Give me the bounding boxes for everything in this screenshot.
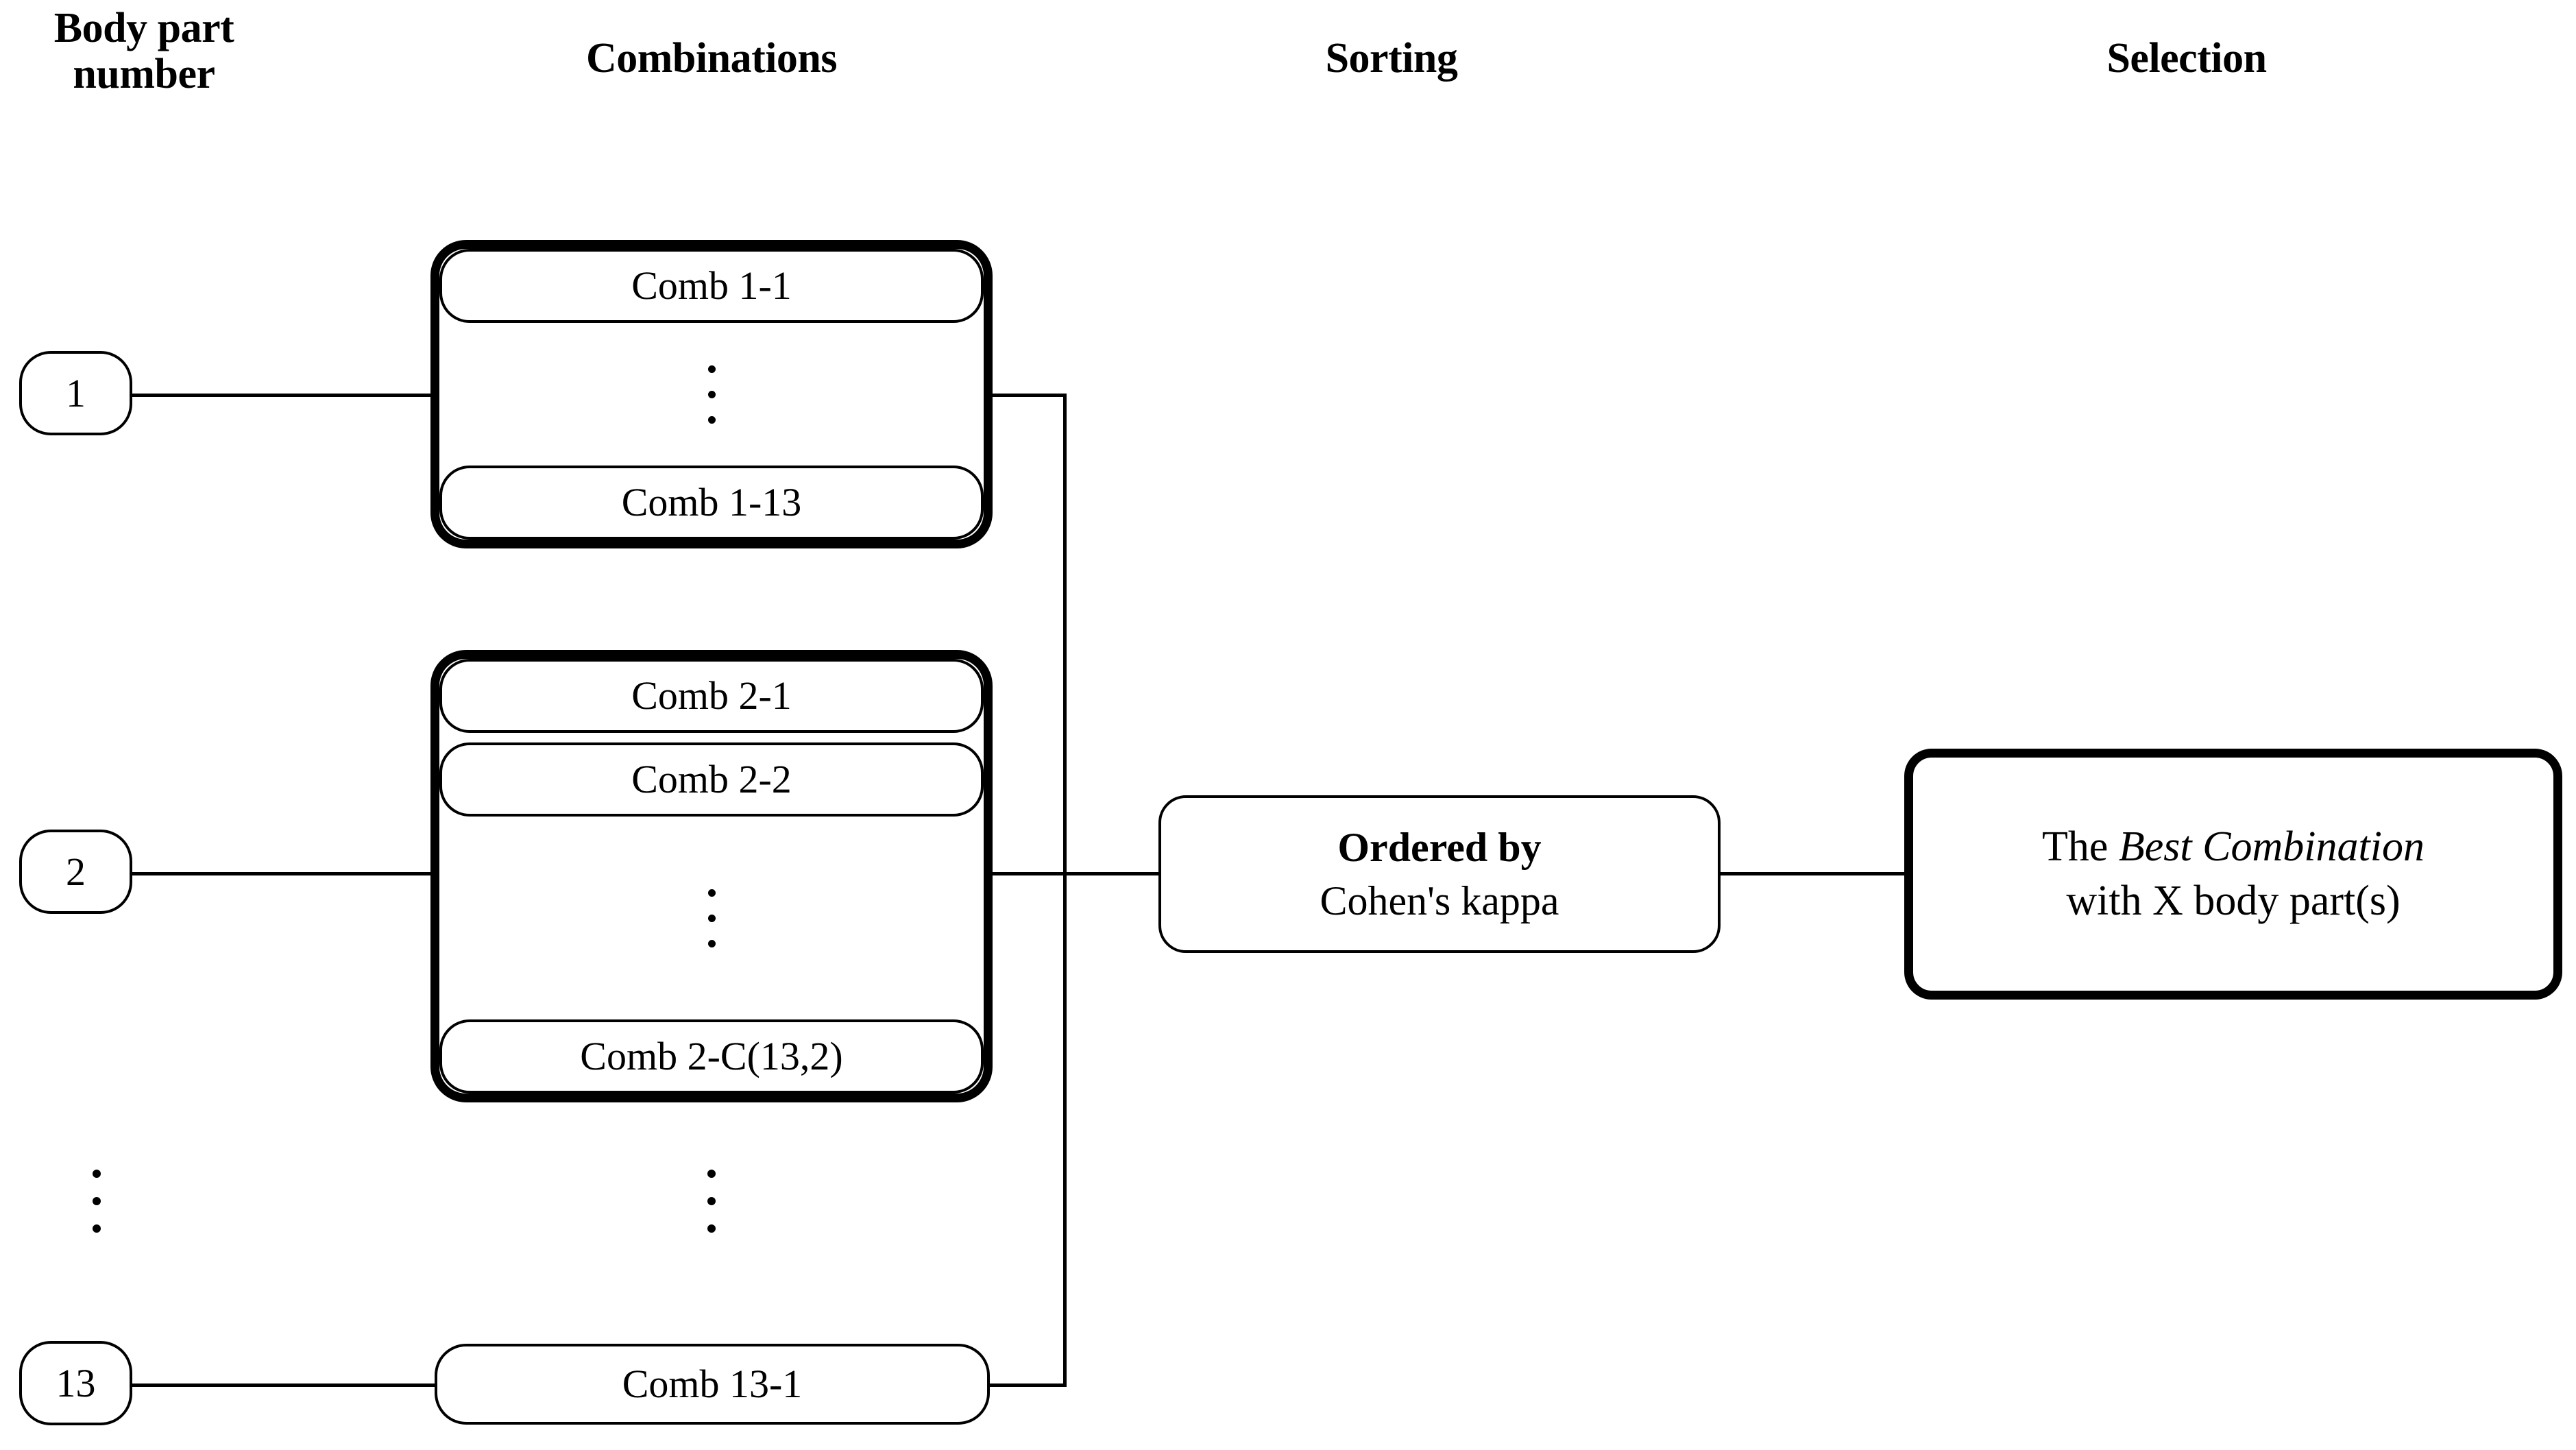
combination-group-1[interactable]: Comb 1-1 Comb 1-13 — [430, 240, 993, 548]
connector-bp13-to-group13 — [127, 1383, 435, 1387]
combination-group-2[interactable]: Comb 2-1 Comb 2-2 Comb 2-C(13,2) — [430, 650, 993, 1102]
combination-group-13[interactable]: Comb 13-1 — [435, 1344, 990, 1425]
body-part-column-ellipsis-icon — [93, 1160, 101, 1242]
selection-line-1: The Best Combination — [2042, 820, 2425, 874]
selection-line-1-prefix: The — [2042, 823, 2119, 870]
column-header-combinations: Combinations — [585, 35, 838, 82]
group-1-ellipsis-icon — [707, 323, 716, 466]
combination-item-label: Comb 2-2 — [631, 757, 792, 801]
connector-group2-to-bus — [987, 872, 1066, 875]
connector-group1-to-bus — [987, 394, 1066, 397]
body-part-pill-1[interactable]: 1 — [19, 351, 132, 435]
column-header-selection: Selection — [2106, 35, 2267, 82]
sorting-box[interactable]: Ordered by Cohen's kappa — [1158, 795, 1721, 953]
connector-sorting-to-selection — [1714, 872, 1912, 875]
body-part-pill-1-label: 1 — [66, 370, 86, 415]
combination-item[interactable]: Comb 1-13 — [439, 466, 984, 540]
combination-item-label: Comb 13-1 — [622, 1362, 803, 1407]
combination-item-label: Comb 2-C(13,2) — [580, 1034, 843, 1078]
body-part-pill-13[interactable]: 13 — [19, 1341, 132, 1425]
combination-item[interactable]: Comb 1-1 — [439, 249, 984, 323]
body-part-pill-2-label: 2 — [66, 849, 86, 894]
selection-line-1-emphasis: Best Combination — [2118, 823, 2425, 870]
connector-bp1-to-group1 — [127, 394, 435, 397]
body-part-pill-2[interactable]: 2 — [19, 830, 132, 914]
combination-item[interactable]: Comb 2-2 — [439, 742, 984, 817]
group-2-ellipsis-icon — [707, 817, 716, 1019]
sorting-line-2: Cohen's kappa — [1320, 878, 1559, 923]
sorting-line-1: Ordered by — [1337, 825, 1542, 870]
connector-bp2-to-group2 — [127, 872, 435, 875]
connector-group13-to-bus — [987, 1383, 1066, 1387]
combination-item-label: Comb 1-13 — [621, 480, 802, 524]
combination-item-label: Comb 2-1 — [631, 673, 792, 718]
column-header-body-part-number: Body part number — [53, 5, 234, 97]
connector-bus-to-sorting — [1063, 872, 1163, 875]
combinations-column-ellipsis-icon — [707, 1160, 716, 1242]
connector-vertical-bus — [1063, 394, 1067, 1387]
selection-line-2: with X body part(s) — [2066, 878, 2401, 924]
combination-item[interactable]: Comb 2-1 — [439, 659, 984, 733]
combination-item[interactable]: Comb 2-C(13,2) — [439, 1019, 984, 1093]
body-part-pill-13-label: 13 — [56, 1360, 96, 1405]
selection-box[interactable]: The Best Combination with X body part(s) — [1904, 749, 2562, 1000]
column-header-sorting: Sorting — [1325, 35, 1458, 82]
combination-item-label: Comb 1-1 — [631, 263, 792, 308]
